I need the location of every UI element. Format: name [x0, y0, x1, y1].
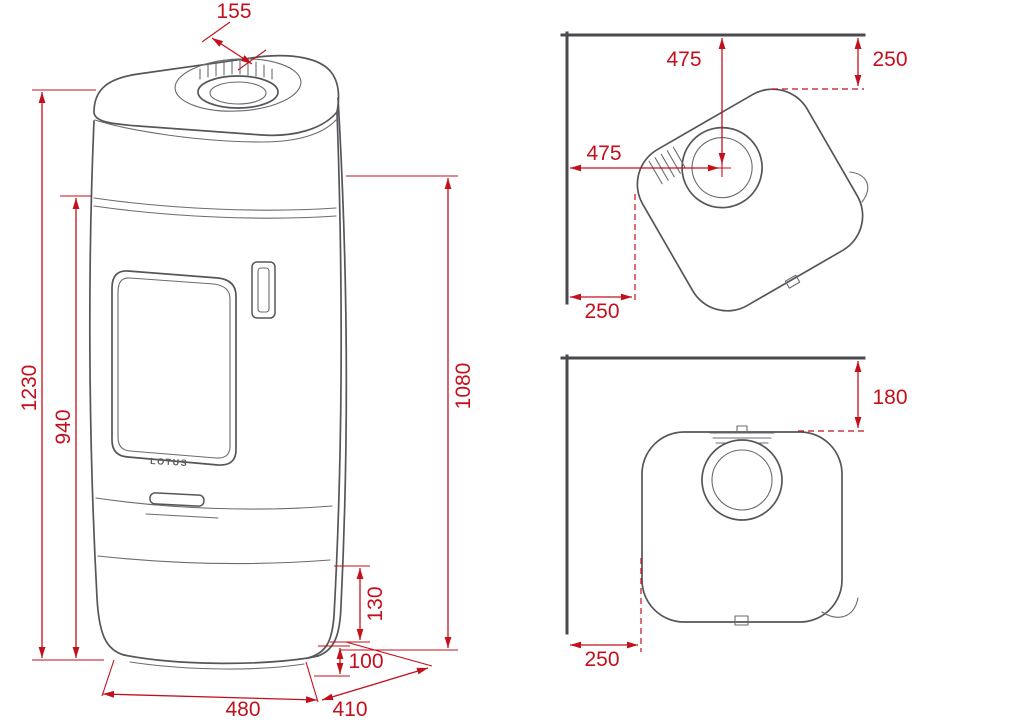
front-tab: [734, 615, 749, 626]
dim-line: [102, 690, 318, 704]
flue-circle-outer: [681, 126, 763, 209]
ash-drawer-handle: [149, 492, 205, 507]
dim-depth: 410: [321, 641, 433, 720]
top-grille-icon: [199, 58, 273, 80]
stove-front-right-edge: [307, 111, 343, 659]
dim-flue-offset: 155: [201, 0, 267, 71]
dim-width: 480: [101, 659, 319, 720]
flue-circle-outer: [701, 439, 783, 521]
dim-label-155: 155: [216, 0, 251, 23]
dim-door-height: 940: [52, 195, 92, 658]
seam-below-door: [95, 497, 333, 510]
dim-base-height: 100: [314, 645, 384, 677]
dim-line: [321, 667, 429, 701]
dim-label-100: 100: [348, 650, 383, 673]
ext-line: [345, 641, 433, 667]
dim-center-from-rear-wall: 475: [666, 38, 731, 177]
ext-line: [101, 659, 115, 697]
door-handle: [251, 261, 276, 319]
dim-label-475-v: 475: [666, 48, 701, 71]
rear-tab: [736, 425, 748, 434]
stove-top-plate-edge: [94, 119, 337, 143]
stove-base-shadow: [129, 661, 305, 670]
dim-label-130: 130: [364, 586, 387, 621]
dim-rear-clearance: 180: [798, 361, 908, 432]
door-glass-inner: [117, 277, 231, 459]
flue-collar-inner: [209, 81, 267, 105]
door-glass-outer: [111, 270, 237, 466]
dim-ash-height: 130: [330, 565, 387, 643]
parallel-placement-view: 180 250: [560, 354, 908, 671]
seam-above-door-2: [93, 205, 337, 219]
stove-top-body: [636, 88, 864, 312]
seam-bottom-panel: [97, 555, 331, 565]
dim-label-480: 480: [225, 698, 260, 720]
flue-circle-inner: [691, 137, 753, 199]
seam-above-door: [93, 197, 337, 211]
flue-collar-outer: [197, 75, 279, 109]
dim-label-250-side: 250: [584, 300, 619, 323]
dim-side-clearance: 250: [570, 194, 636, 323]
ext-line: [201, 21, 231, 43]
stove-side-silhouette: [317, 97, 348, 657]
dim-label-475-h: 475: [586, 142, 621, 165]
door-handle-inner: [257, 267, 270, 313]
dim-label-1080: 1080: [452, 363, 475, 410]
handle-hook-icon: [849, 171, 869, 203]
stove-drawing: LOTUS: [88, 54, 348, 670]
dim-line: [211, 37, 253, 65]
air-grille-icon: [648, 146, 686, 185]
dim-label-1230: 1230: [18, 365, 41, 412]
air-grille-icon: [709, 432, 775, 444]
front-perspective-view: LOTUS 155 1230 940 1080: [18, 0, 475, 720]
handle-hook-icon: [821, 597, 859, 618]
dim-center-from-side-wall: 475: [570, 142, 719, 172]
dim-body-height: 1080: [340, 175, 475, 651]
stove-top-outline: [641, 425, 843, 626]
dim-side-clearance: 250: [570, 558, 642, 671]
stove-bottom-edge: [123, 654, 319, 665]
dim-label-250-rear: 250: [872, 48, 907, 71]
corner-placement-view: 475 250 475 250: [560, 31, 908, 323]
ash-drawer-line: [145, 513, 219, 519]
dim-label-410: 410: [332, 698, 367, 720]
rear-tab: [784, 274, 801, 289]
stove-top-body: [641, 431, 843, 623]
dim-label-940: 940: [52, 409, 75, 444]
stove-top-plate: [93, 54, 340, 137]
dim-label-250-side: 250: [584, 648, 619, 671]
ext-line: [305, 661, 319, 703]
dim-label-180: 180: [872, 386, 907, 409]
dim-total-height: 1230: [18, 89, 104, 661]
flue-circle-inner: [711, 449, 773, 511]
stove-top-outline-rotated: [636, 88, 864, 312]
flue-recess: [174, 58, 302, 112]
stove-left-edge: [88, 120, 125, 656]
dim-rear-clearance: 250: [772, 38, 908, 90]
ext-line: [237, 49, 267, 71]
brand-logo: LOTUS: [150, 456, 188, 468]
